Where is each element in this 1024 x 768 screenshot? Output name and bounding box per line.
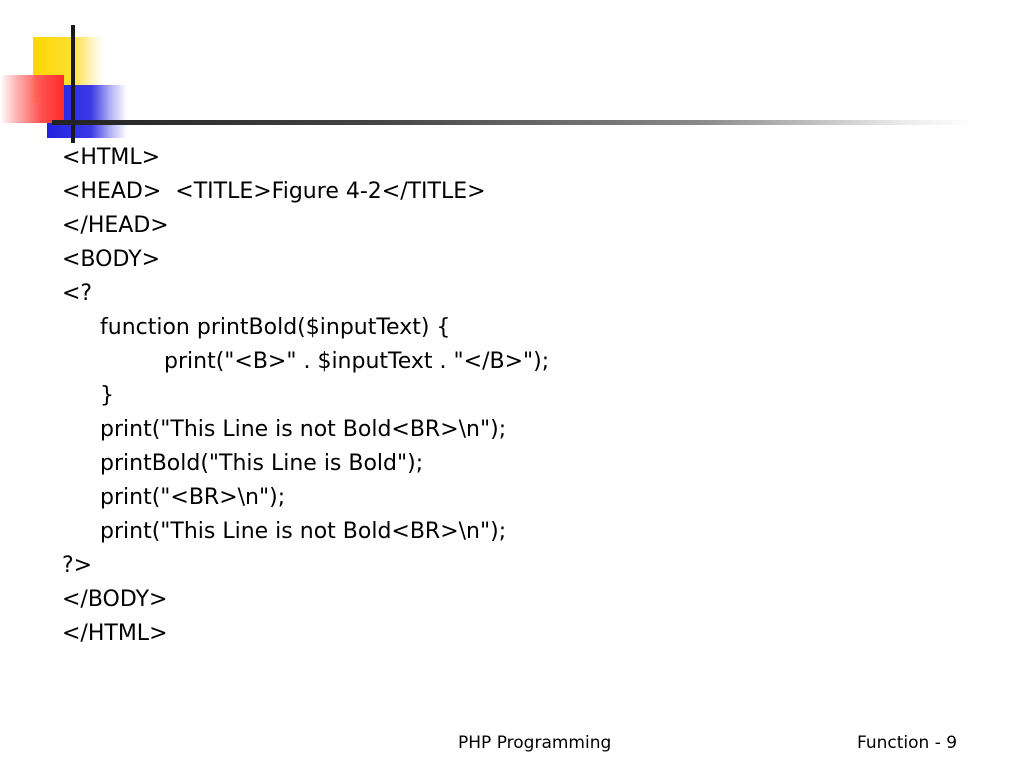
- code-line: <BODY>: [62, 247, 161, 272]
- code-line: print("This Line is not Bold<BR>\n");: [100, 519, 507, 544]
- code-listing: <HTML> <HEAD> <TITLE>Figure 4-2</TITLE> …: [62, 141, 549, 651]
- code-line: print("<B>" . $inputText . "</B>");: [164, 349, 550, 374]
- logo-red-square: [0, 75, 64, 123]
- logo-vertical-line: [71, 25, 75, 143]
- code-line: </HTML>: [62, 621, 168, 646]
- code-line: </BODY>: [62, 587, 168, 612]
- code-line: }: [100, 383, 114, 408]
- code-line: printBold("This Line is Bold");: [100, 451, 424, 476]
- code-line: function printBold($inputText) {: [100, 315, 451, 340]
- footer-slide-number: Function - 9: [857, 733, 958, 753]
- code-line: print("<BR>\n");: [100, 485, 286, 510]
- title-underline: [52, 120, 972, 125]
- footer-course-title: PHP Programming: [458, 733, 612, 753]
- code-line: <?: [62, 281, 93, 306]
- code-line: <HEAD> <TITLE>Figure 4-2</TITLE>: [62, 179, 486, 204]
- code-line: <HTML>: [62, 145, 161, 170]
- code-line: </HEAD>: [62, 213, 169, 238]
- code-line: ?>: [62, 553, 93, 578]
- code-line: print("This Line is not Bold<BR>\n");: [100, 417, 507, 442]
